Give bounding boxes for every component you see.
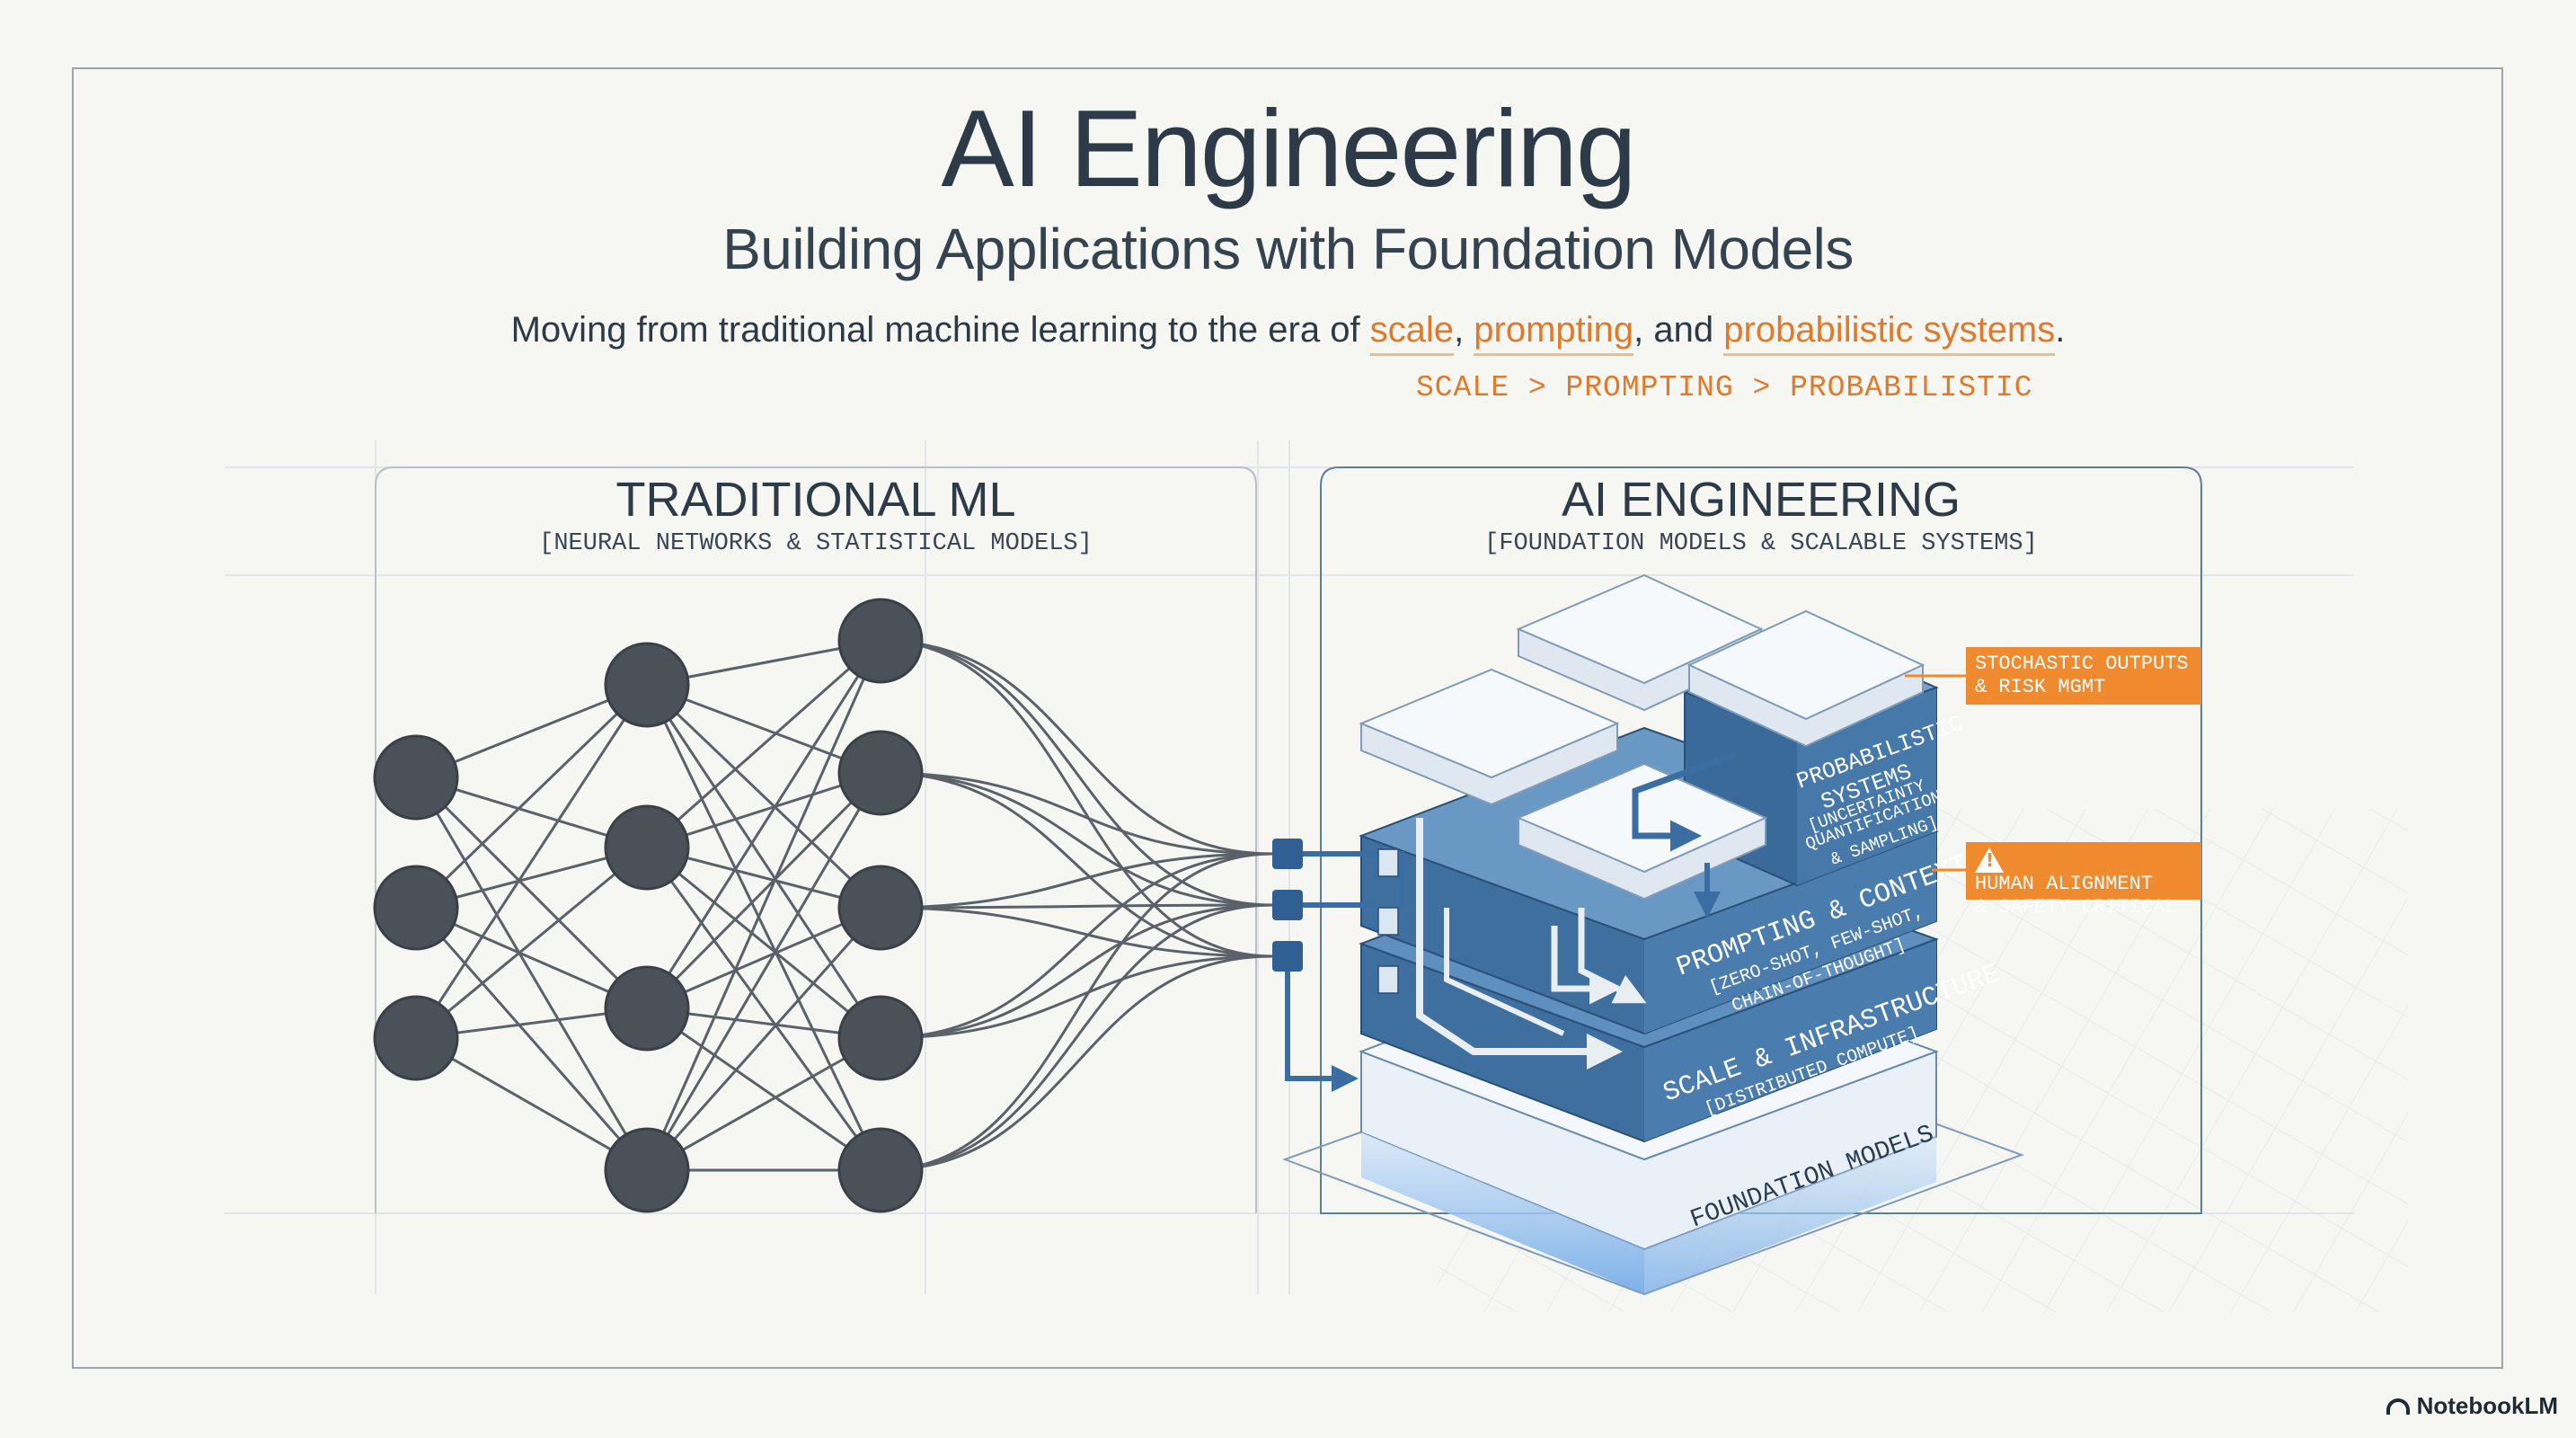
network-output-edge xyxy=(880,903,1273,1040)
network-output-edge xyxy=(880,852,1273,1040)
network-output-edge xyxy=(880,771,1273,907)
tagline-sep-1: , xyxy=(1454,310,1474,350)
tagline-term-scale: scale xyxy=(1369,310,1455,356)
tagline: Moving from traditional machine learning… xyxy=(0,310,2576,356)
network-node xyxy=(373,865,459,951)
network-output-edge xyxy=(880,639,1273,958)
network-node xyxy=(837,598,924,684)
network-output-edge xyxy=(880,903,1273,910)
network-node xyxy=(837,865,924,951)
network-edge xyxy=(414,907,649,1171)
network-edge xyxy=(645,684,882,1171)
warning-icon xyxy=(1975,848,2004,873)
network-edge xyxy=(646,1036,881,1172)
flow-arrows xyxy=(1285,751,1736,1092)
right-panel-subtitle: [FOUNDATION MODELS & SCALABLE SYSTEMS] xyxy=(1484,530,2038,557)
network-node xyxy=(604,642,690,728)
tagline-prefix: Moving from traditional machine learning… xyxy=(510,310,1370,350)
network-edge xyxy=(646,846,881,1040)
tagline-sep-2: , and xyxy=(1633,310,1724,350)
callout-alignment: HUMAN ALIGNMENT & SAFETY CRITICAL xyxy=(1966,842,2201,919)
port-windows xyxy=(1377,848,1399,994)
network-node xyxy=(837,730,924,816)
input-port xyxy=(1272,941,1303,972)
network-node xyxy=(373,995,459,1081)
network-edge xyxy=(645,907,882,1171)
network-edge xyxy=(645,684,882,1039)
network-nodes xyxy=(373,598,924,1213)
callout-connectors xyxy=(1905,674,1968,872)
network-output-edge xyxy=(880,639,1273,856)
tagline-term-prompting: prompting xyxy=(1474,310,1634,356)
left-panel-frame xyxy=(375,466,1257,1213)
network-node xyxy=(373,734,459,821)
network-output-edge xyxy=(880,852,1273,1172)
network-output-edge xyxy=(880,954,1273,1040)
callout-stochastic-line1: STOCHASTIC OUTPUTS xyxy=(1975,652,2189,675)
input-port xyxy=(1272,890,1303,920)
network-edge xyxy=(414,776,649,1010)
network-node xyxy=(837,995,924,1081)
network-output-edge xyxy=(880,906,1273,958)
network-node xyxy=(604,965,690,1052)
left-panel-title: TRADITIONAL ML xyxy=(615,473,1016,527)
outer-frame xyxy=(72,67,2503,1369)
network-output-edge xyxy=(880,771,1273,958)
right-panel-title: AI ENGINEERING xyxy=(1561,473,1961,527)
notebooklm-logo-icon xyxy=(2386,1398,2410,1415)
page-subtitle: Building Applications with Foundation Mo… xyxy=(722,217,1854,281)
network-edge xyxy=(645,771,882,1010)
network-edge xyxy=(414,683,649,910)
network-output-edge xyxy=(880,852,1273,910)
network-edge xyxy=(414,684,649,1039)
network-output-edge xyxy=(880,903,1273,1172)
callout-stochastic-line2: & RISK MGMT xyxy=(1975,676,2106,698)
network-node xyxy=(837,1127,924,1213)
tagline-suffix: . xyxy=(2055,310,2066,350)
network-edge xyxy=(645,683,882,910)
network-edge xyxy=(645,640,882,1171)
network-output-edge xyxy=(880,639,1273,907)
network-node xyxy=(604,804,690,891)
network-output-edge xyxy=(880,954,1273,1172)
network-edge xyxy=(645,772,882,1171)
sequence-label: SCALE > PROMPTING > PROBABILISTIC xyxy=(1416,371,2033,404)
network-edge xyxy=(646,639,881,849)
callout-alignment-line1: HUMAN ALIGNMENT xyxy=(1975,873,2154,895)
network-edge xyxy=(645,847,882,1171)
input-ports xyxy=(1272,839,1303,972)
glass-plates xyxy=(1359,573,1925,901)
tagline-term-probabilistic: probabilistic systems xyxy=(1723,310,2056,356)
input-port xyxy=(1272,839,1303,869)
network-edge xyxy=(415,1036,648,1172)
network-output-edge xyxy=(880,771,1273,856)
left-panel-subtitle: [NEURAL NETWORKS & STATISTICAL MODELS] xyxy=(539,530,1093,557)
network-edge xyxy=(415,846,648,1040)
brand-name: NotebookLM xyxy=(2416,1392,2558,1419)
callout-alignment-line2: & SAFETY CRITICAL xyxy=(1975,896,2177,919)
right-panel-frame xyxy=(1320,466,2202,1214)
network-edge xyxy=(645,640,882,1009)
network-edge xyxy=(646,1007,881,1172)
network-node xyxy=(604,1127,690,1213)
callout-stochastic: STOCHASTIC OUTPUTS & RISK MGMT xyxy=(1966,647,2201,705)
brand-badge: NotebookLM xyxy=(2386,1392,2558,1420)
network-edge xyxy=(414,777,649,1171)
page-title: AI Engineering xyxy=(941,87,1636,209)
